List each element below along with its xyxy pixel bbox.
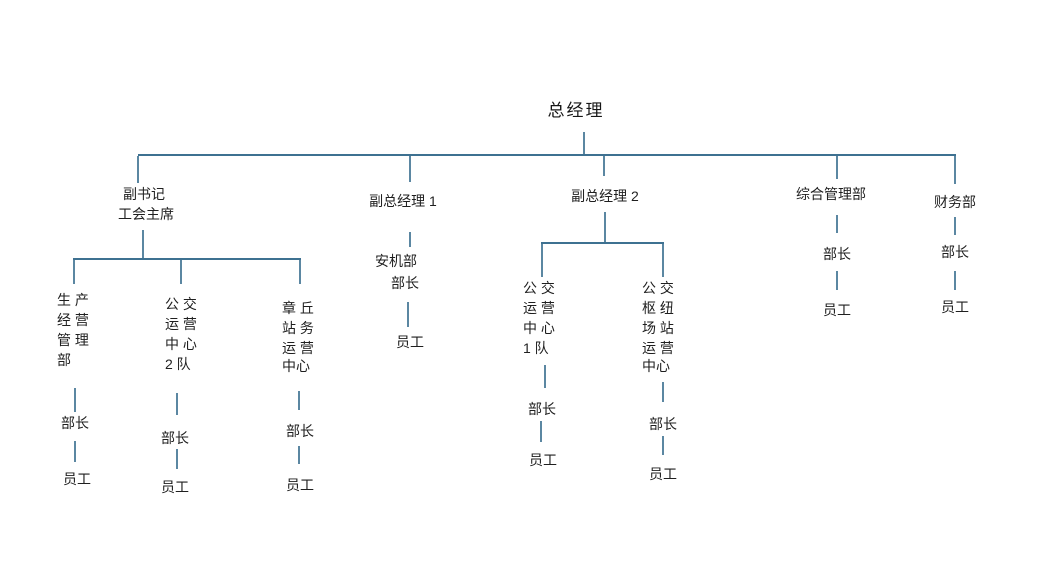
connector-line bbox=[74, 388, 76, 412]
connector-line bbox=[409, 156, 411, 182]
node-bus-center-team1-line: 中 心 bbox=[523, 320, 555, 336]
minister-label: 部长 bbox=[528, 401, 556, 417]
node-bus-hub-center-line: 运 营 bbox=[642, 340, 674, 356]
node-bus-hub-center-line: 公 交 bbox=[642, 280, 674, 296]
connector-line bbox=[298, 446, 300, 464]
connector-line bbox=[298, 391, 300, 410]
connector-line bbox=[73, 260, 75, 284]
node-production-mgmt-dept-line: 部 bbox=[57, 352, 71, 368]
staff-label: 员工 bbox=[941, 299, 969, 315]
node-finance-dept: 财务部 bbox=[934, 194, 976, 210]
node-bus-center-team2-line: 中 心 bbox=[165, 336, 197, 352]
node-union-chairman: 工会主席 bbox=[118, 206, 174, 222]
connector-branch3-horizontal bbox=[541, 242, 664, 244]
connector-line bbox=[603, 156, 605, 176]
connector-line bbox=[954, 217, 956, 235]
connector-line bbox=[604, 212, 606, 243]
connector-line bbox=[176, 393, 178, 415]
node-bus-center-team2-line: 2 队 bbox=[165, 356, 191, 372]
node-bus-center-team1-line: 运 营 bbox=[523, 300, 555, 316]
node-bus-center-team2-line: 运 营 bbox=[165, 316, 197, 332]
node-safety-machinery-dept: 安机部 bbox=[375, 253, 417, 269]
node-zhangqiu-center-line: 中心 bbox=[282, 358, 310, 374]
node-bus-hub-center-line: 枢 纽 bbox=[642, 300, 674, 316]
minister-label: 部长 bbox=[391, 275, 419, 291]
connector-line bbox=[954, 271, 956, 290]
node-bus-center-team2-line: 公 交 bbox=[165, 296, 197, 312]
minister-label: 部长 bbox=[941, 244, 969, 260]
minister-label: 部长 bbox=[823, 246, 851, 262]
staff-label: 员工 bbox=[529, 452, 557, 468]
node-deputy-gm2: 副总经理 2 bbox=[571, 188, 639, 204]
staff-label: 员工 bbox=[161, 479, 189, 495]
connector-line bbox=[299, 260, 301, 284]
connector-main-horizontal bbox=[138, 154, 956, 156]
node-deputy-secretary: 副书记 bbox=[123, 186, 165, 202]
connector-line bbox=[662, 436, 664, 455]
node-zhangqiu-center-line: 运 营 bbox=[282, 340, 314, 356]
connector-line bbox=[836, 156, 838, 179]
connector-line bbox=[662, 382, 664, 402]
connector-line bbox=[176, 449, 178, 469]
node-bus-hub-center-line: 中心 bbox=[642, 358, 670, 374]
node-zhangqiu-center-line: 章 丘 bbox=[282, 300, 314, 316]
node-production-mgmt-dept-line: 经 营 bbox=[57, 312, 89, 328]
connector-line bbox=[541, 244, 543, 277]
minister-label: 部长 bbox=[286, 423, 314, 439]
minister-label: 部长 bbox=[61, 415, 89, 431]
connector-line bbox=[137, 156, 139, 183]
staff-label: 员工 bbox=[286, 477, 314, 493]
connector-line bbox=[74, 441, 76, 462]
connector-line bbox=[836, 215, 838, 233]
connector-line bbox=[836, 271, 838, 290]
node-bus-center-team1-line: 1 队 bbox=[523, 340, 549, 356]
node-general-manager: 总经理 bbox=[547, 101, 605, 120]
node-bus-hub-center-line: 场 站 bbox=[642, 320, 674, 336]
node-admin-dept: 综合管理部 bbox=[796, 186, 866, 202]
connector-line bbox=[409, 232, 411, 247]
node-zhangqiu-center-line: 站 务 bbox=[282, 320, 314, 336]
connector-line bbox=[142, 230, 144, 258]
connector-line bbox=[662, 244, 664, 277]
connector-branch1-horizontal bbox=[73, 258, 301, 260]
connector-line bbox=[407, 302, 409, 327]
node-deputy-gm1: 副总经理 1 bbox=[369, 193, 437, 209]
staff-label: 员工 bbox=[649, 466, 677, 482]
connector-root-drop bbox=[583, 132, 585, 154]
connector-line bbox=[180, 260, 182, 284]
connector-line bbox=[544, 365, 546, 388]
staff-label: 员工 bbox=[396, 334, 424, 350]
minister-label: 部长 bbox=[161, 430, 189, 446]
minister-label: 部长 bbox=[649, 416, 677, 432]
staff-label: 员工 bbox=[823, 302, 851, 318]
node-production-mgmt-dept-line: 管 理 bbox=[57, 332, 89, 348]
connector-line bbox=[954, 156, 956, 184]
node-bus-center-team1-line: 公 交 bbox=[523, 280, 555, 296]
staff-label: 员工 bbox=[63, 471, 91, 487]
connector-line bbox=[540, 421, 542, 442]
node-production-mgmt-dept-line: 生 产 bbox=[57, 292, 89, 308]
